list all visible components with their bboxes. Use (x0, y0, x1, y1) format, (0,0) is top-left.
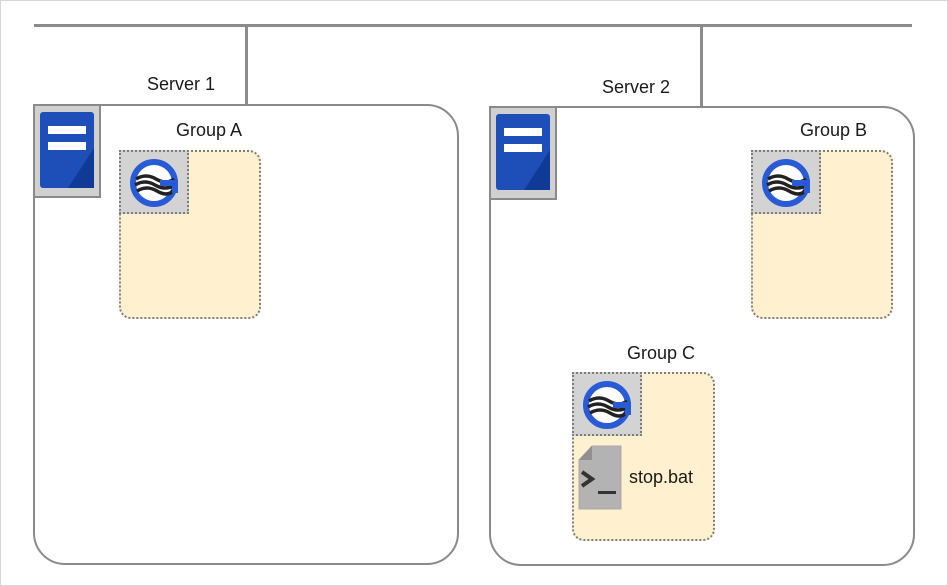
group-a-label: Group A (176, 120, 243, 140)
group-resource-icon (762, 159, 810, 207)
group-b-label: Group B (800, 120, 868, 140)
server-icon (40, 112, 94, 188)
group-c-resource-frame (572, 372, 642, 436)
server1-label: Server 1 (147, 74, 216, 94)
server1-icon-frame (33, 104, 101, 198)
group-b-resource-frame (751, 150, 821, 214)
script-file-icon (578, 445, 622, 510)
group-c-label: Group C (627, 343, 696, 363)
server2-label: Server 2 (602, 77, 671, 97)
network-line (34, 24, 912, 27)
group-resource-icon (130, 159, 178, 207)
server2-connector (700, 26, 703, 107)
group-a-resource-frame (119, 150, 189, 214)
group-resource-icon (583, 381, 631, 429)
group-a-box (119, 150, 261, 319)
server2-icon-frame (489, 106, 557, 200)
group-b-box (751, 150, 893, 319)
server-icon (496, 114, 550, 190)
script-file-label: stop.bat (629, 467, 694, 487)
server1-connector (245, 26, 248, 105)
